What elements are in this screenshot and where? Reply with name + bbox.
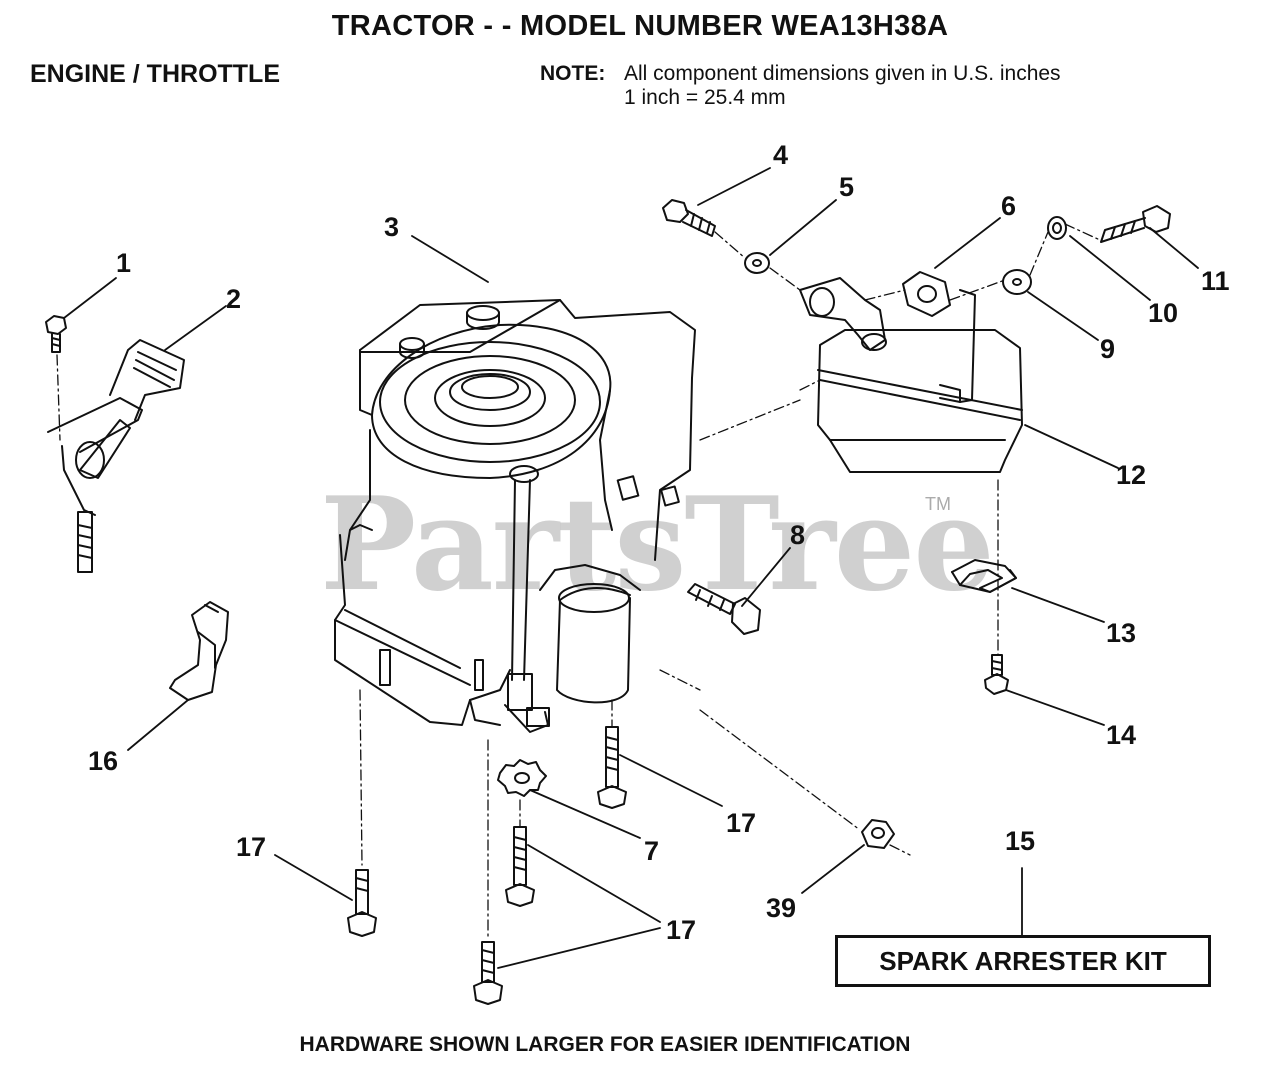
watermark: PartsTree bbox=[320, 470, 995, 620]
callout-8: 8 bbox=[790, 520, 806, 550]
leader-lines bbox=[64, 168, 1198, 968]
part-14-screw bbox=[985, 655, 1008, 694]
part-17-bolt-d bbox=[474, 942, 502, 1004]
part-2-throttle-control bbox=[48, 340, 184, 572]
callout-9: 9 bbox=[1100, 334, 1116, 364]
section-title: ENGINE / THROTTLE bbox=[30, 60, 280, 88]
callout-13: 13 bbox=[1106, 618, 1137, 648]
part-9-washer bbox=[1003, 270, 1031, 294]
part-5-washer bbox=[745, 253, 769, 273]
alignment-lines bbox=[57, 224, 1100, 940]
part-8-bolt bbox=[688, 584, 760, 634]
part-16-bracket bbox=[170, 602, 228, 700]
part-13-screen bbox=[952, 560, 1016, 592]
part-6-gasket bbox=[903, 272, 950, 316]
part-12-muffler bbox=[818, 290, 1022, 472]
note-line-2: 1 inch = 25.4 mm bbox=[624, 86, 786, 109]
part-17-bolt-b bbox=[506, 827, 534, 906]
part-11-bolt bbox=[1101, 206, 1170, 242]
diagram-title: TRACTOR - - MODEL NUMBER WEA13H38A bbox=[331, 10, 949, 42]
callout-11: 11 bbox=[1201, 266, 1230, 296]
callout-4: 4 bbox=[773, 140, 789, 170]
callout-15: 15 bbox=[1005, 826, 1036, 856]
part-1-bolt bbox=[46, 316, 66, 352]
callout-7: 7 bbox=[644, 836, 660, 866]
callout-16: 16 bbox=[88, 746, 119, 776]
spark-arrester-kit-box: SPARK ARRESTER KIT bbox=[835, 935, 1211, 987]
callout-6: 6 bbox=[1001, 191, 1017, 221]
callout-3: 3 bbox=[384, 212, 400, 242]
part-10-washer bbox=[1048, 217, 1066, 239]
callout-10: 10 bbox=[1148, 298, 1179, 328]
callout-1: 1 bbox=[116, 248, 132, 278]
note-label: NOTE: bbox=[540, 62, 606, 85]
note-line-1: All component dimensions given in U.S. i… bbox=[624, 62, 1061, 85]
watermark-trademark: TM bbox=[925, 494, 951, 514]
callout-14: 14 bbox=[1106, 720, 1137, 750]
callout-17-a: 17 bbox=[726, 808, 757, 838]
engine-part bbox=[335, 300, 695, 732]
callout-2: 2 bbox=[226, 284, 242, 314]
exhaust-elbow bbox=[800, 278, 886, 350]
part-17-bolt-c bbox=[348, 870, 376, 936]
callout-39: 39 bbox=[766, 893, 797, 923]
callout-17-c: 17 bbox=[666, 915, 697, 945]
footer-note: HARDWARE SHOWN LARGER FOR EASIER IDENTIF… bbox=[299, 1033, 911, 1056]
part-7-star-washer bbox=[498, 760, 546, 796]
part-39-nut bbox=[862, 820, 894, 848]
part-17-bolt-a bbox=[598, 727, 626, 808]
part-4-bolt bbox=[663, 200, 715, 236]
callout-5: 5 bbox=[839, 172, 855, 202]
callout-12: 12 bbox=[1116, 460, 1147, 490]
callout-17-b: 17 bbox=[236, 832, 267, 862]
